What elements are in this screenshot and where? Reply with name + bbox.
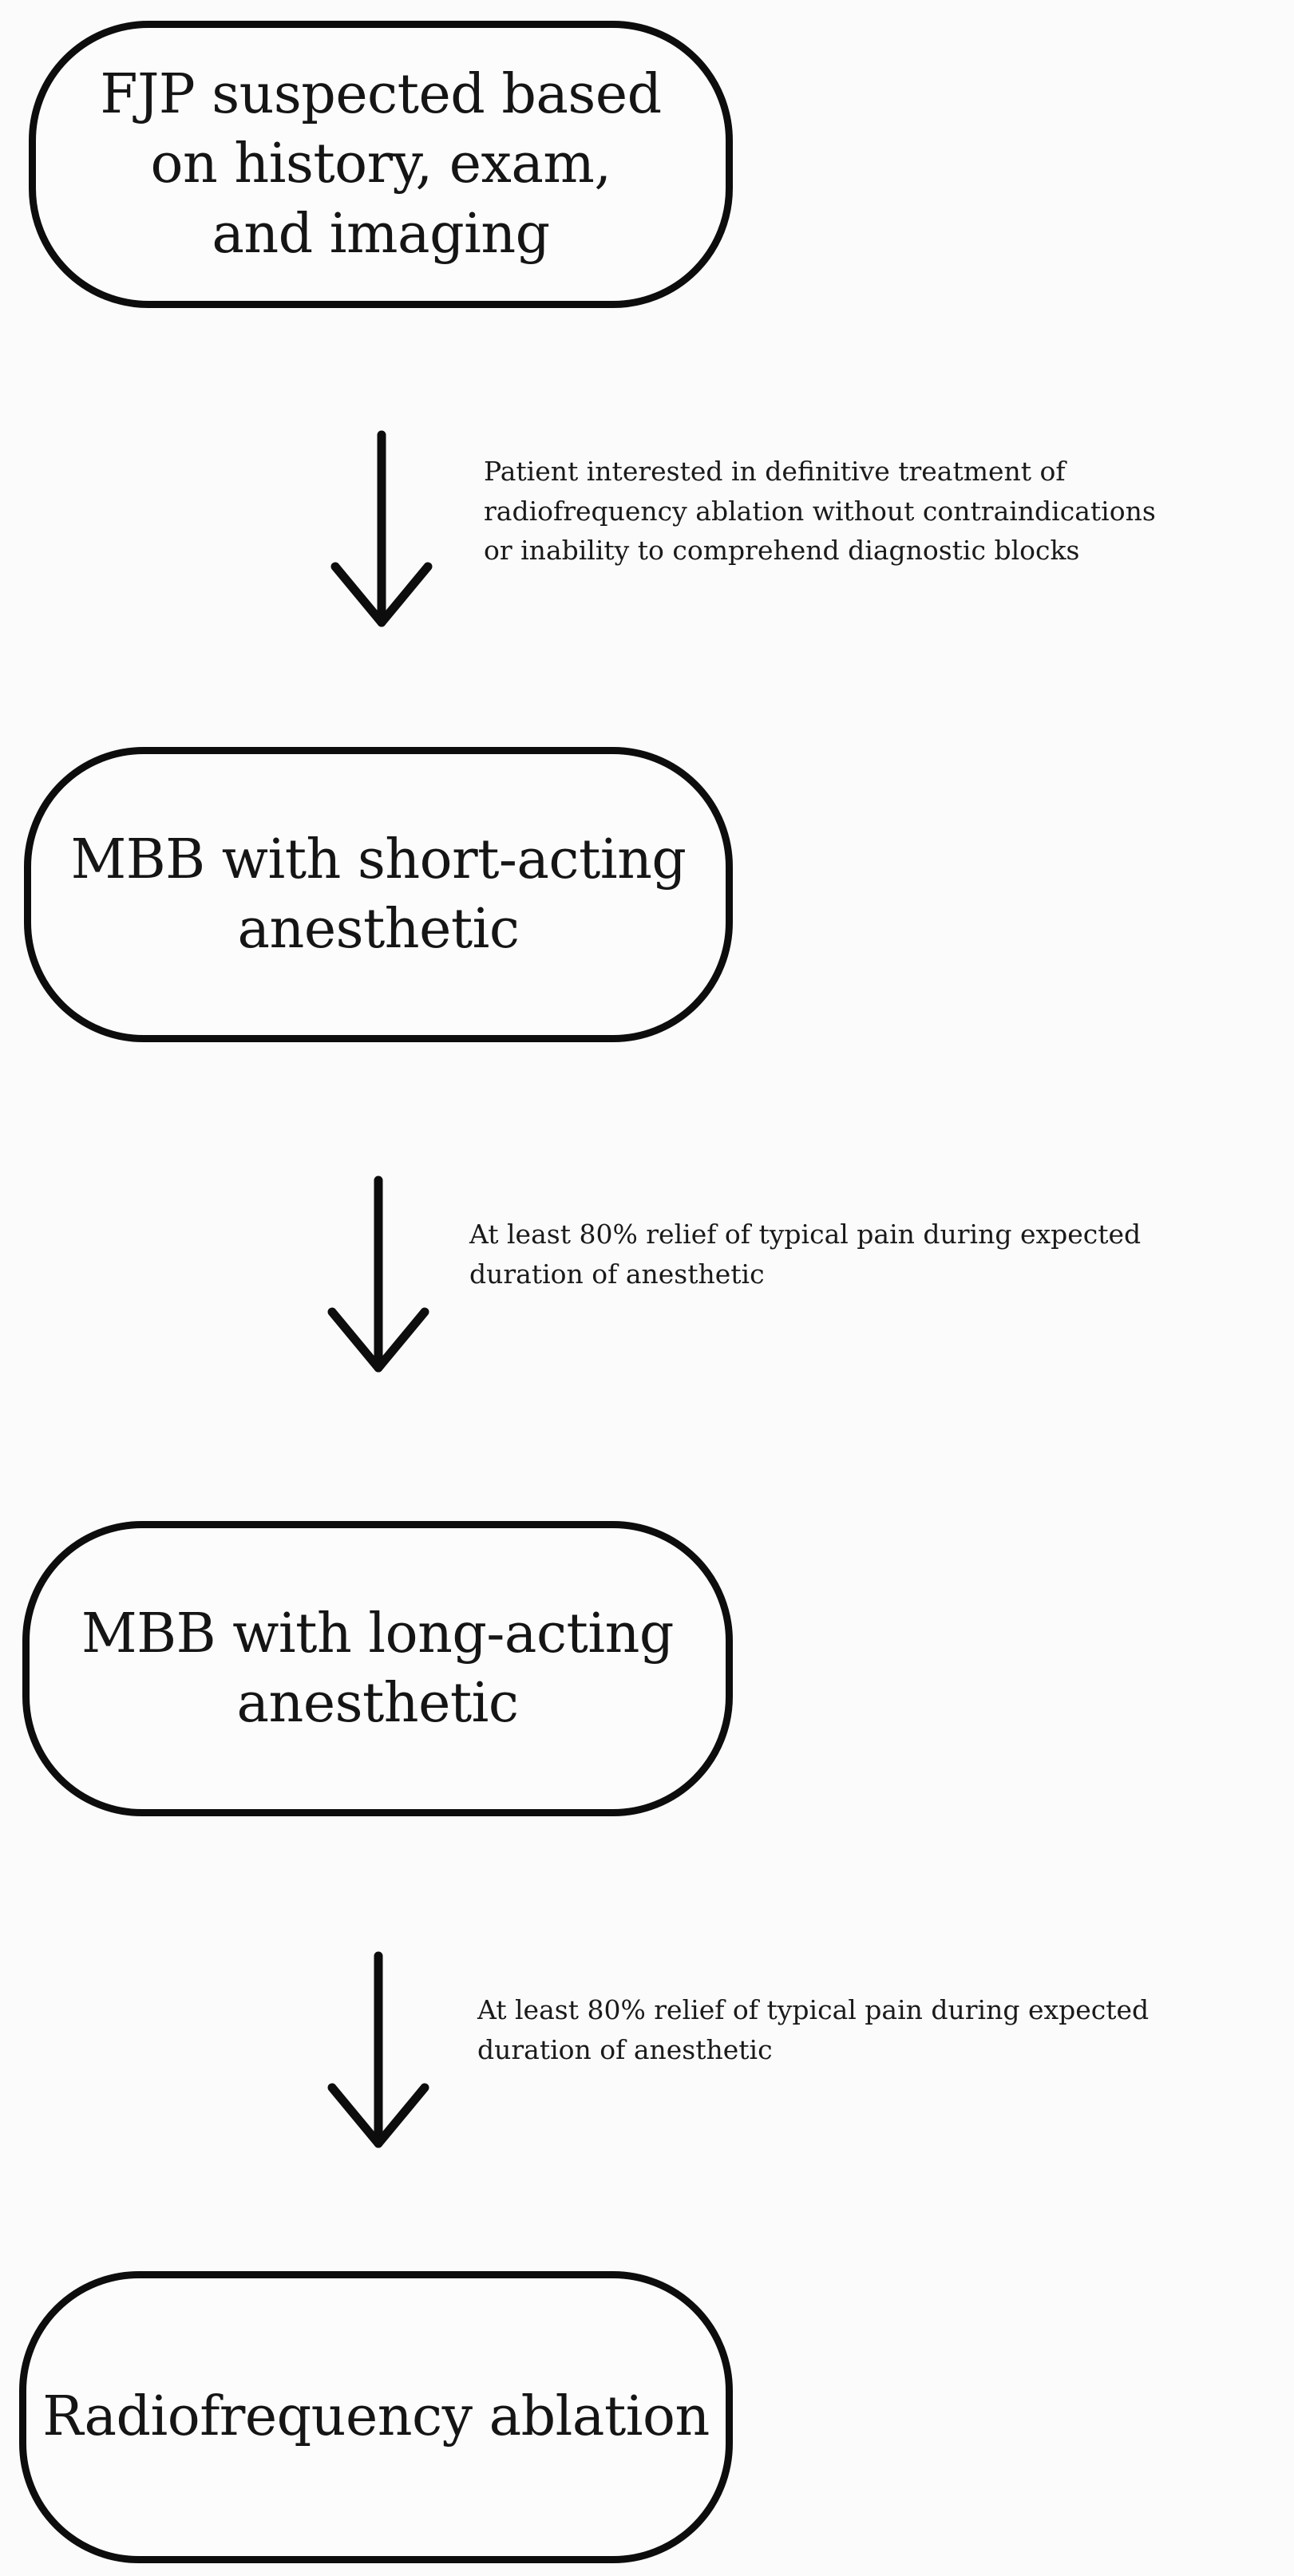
flow-node-radiofrequency-ablation: Radiofrequency ablation [19, 2271, 733, 2563]
down-arrow-icon [326, 430, 437, 630]
flow-node-radiofrequency-ablation-text: Radiofrequency ablation [42, 2385, 710, 2449]
flow-node-mbb-long-acting: MBB with long-acting anesthetic [22, 1521, 733, 1816]
flow-node-mbb-short-acting-text: MBB with short-acting anesthetic [70, 828, 687, 961]
edge-label-relief-long: At least 80% relief of typical pain duri… [477, 1994, 1150, 2065]
flow-node-mbb-long-acting-text: MBB with long-acting anesthetic [81, 1602, 674, 1735]
flow-node-fjp-suspected: FJP suspected based on history, exam, an… [29, 21, 733, 308]
down-arrow-icon [323, 1951, 434, 2151]
down-arrow-icon [323, 1175, 434, 1376]
flow-node-mbb-short-acting: MBB with short-acting anesthetic [24, 747, 733, 1042]
flow-node-fjp-suspected-text: FJP suspected based on history, exam, an… [100, 63, 662, 266]
edge-label-patient-interested: Patient interested in definitive treatme… [484, 456, 1156, 566]
edge-label-relief-short: At least 80% relief of typical pain duri… [469, 1219, 1142, 1290]
